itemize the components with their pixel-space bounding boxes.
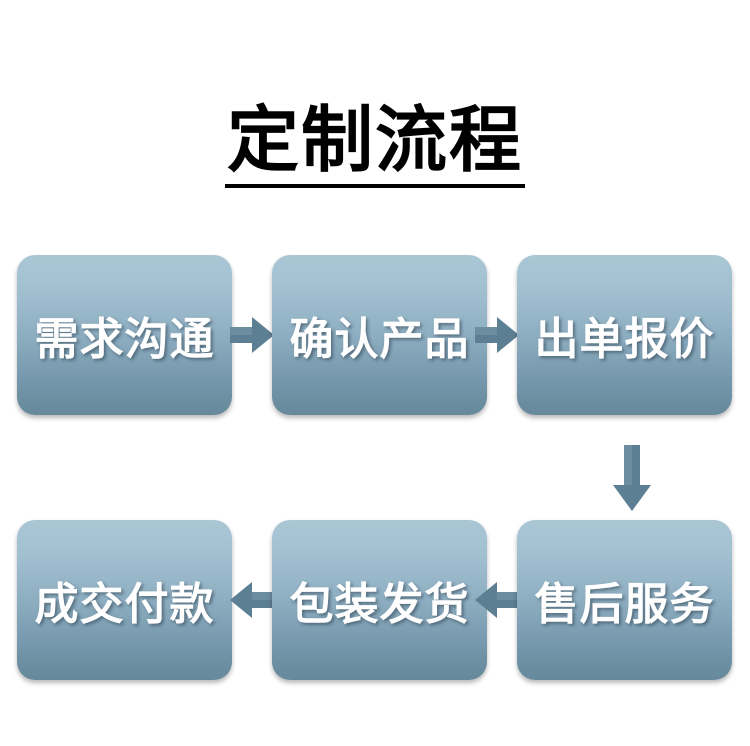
flow-step-box-4[interactable]: 售后服务	[517, 520, 732, 680]
page-title: 定制流程	[224, 104, 525, 188]
flow-step-label-5: 包装发货	[289, 579, 470, 630]
page-title-block: 定制流程	[0, 104, 750, 188]
flow-step-box-5[interactable]: 包装发货	[272, 520, 487, 680]
arrow-left-icon-2	[475, 579, 519, 621]
arrow-right-icon-2	[475, 314, 519, 356]
flow-step-label-2: 确认产品	[289, 314, 470, 365]
flow-step-box-6[interactable]: 成交付款	[17, 520, 232, 680]
flow-step-box-1[interactable]: 需求沟通	[17, 255, 232, 415]
flow-step-box-3[interactable]: 出单报价	[517, 255, 732, 415]
flow-step-label-4: 售后服务	[534, 579, 715, 630]
flow-step-label-3: 出单报价	[534, 314, 715, 365]
arrow-down-icon	[610, 445, 654, 513]
flow-step-box-2[interactable]: 确认产品	[272, 255, 487, 415]
flow-step-label-6: 成交付款	[34, 579, 215, 630]
flow-step-label-1: 需求沟通	[34, 314, 215, 365]
arrow-right-icon-1	[230, 314, 274, 356]
arrow-left-icon-1	[230, 579, 274, 621]
